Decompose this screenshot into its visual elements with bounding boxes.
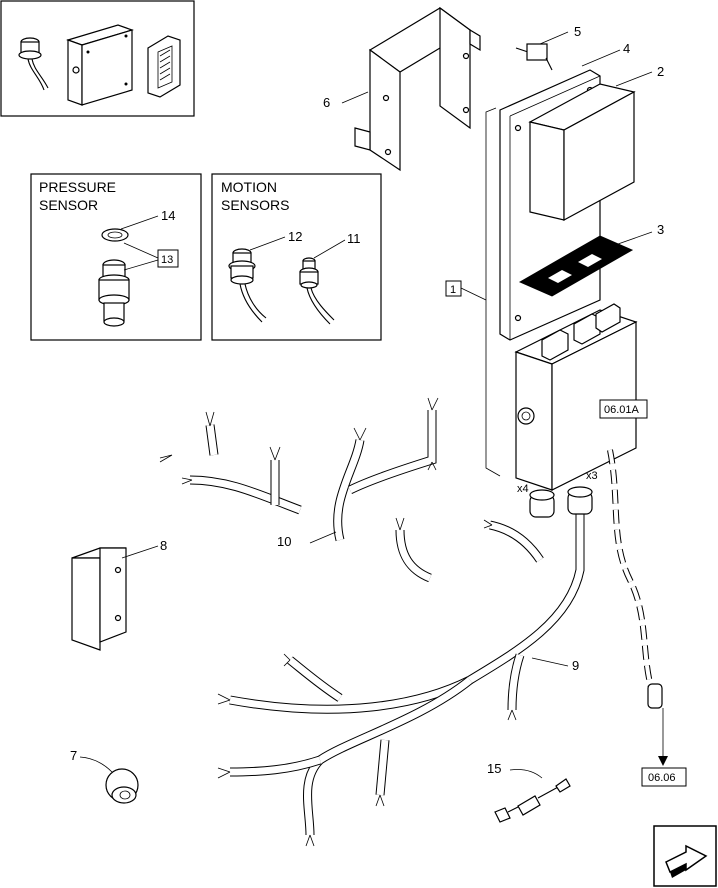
callout-9: 9	[572, 658, 579, 673]
inset-bracket	[147, 35, 181, 98]
callout-5: 5	[574, 24, 581, 39]
pad-3: 3	[518, 222, 664, 297]
harness-9: 9	[217, 486, 593, 847]
label-x4: x4	[517, 483, 529, 495]
callout-4: 4	[623, 41, 630, 56]
pressure-sensor-box: PRESSURE SENSOR 14 13	[30, 173, 202, 341]
pressure-title-line2: SENSOR	[39, 197, 98, 213]
ref-06-06: 06.06	[648, 772, 676, 784]
assembly-bracket-1: 1	[445, 107, 501, 477]
callout-7: 7	[70, 748, 77, 763]
callout-3: 3	[657, 222, 664, 237]
module-2: 2	[528, 64, 664, 222]
bracket-6: 6	[323, 6, 481, 172]
callout-14: 14	[161, 208, 175, 223]
ref-06-01a: 06.01A	[604, 404, 640, 416]
motion-title-line2: SENSORS	[221, 197, 289, 213]
grommet-7: 7	[70, 748, 139, 804]
callout-6: 6	[323, 95, 330, 110]
callout-8: 8	[160, 538, 167, 553]
inset-box	[66, 24, 134, 106]
kit-inset	[0, 0, 195, 117]
valve-block: 06.01A x4 x3	[514, 303, 648, 495]
inset-sensor	[18, 37, 49, 91]
callout-13: 13	[161, 254, 173, 266]
callout-1: 1	[450, 284, 456, 296]
callout-12: 12	[288, 229, 302, 244]
bracket-8: 8	[71, 538, 167, 651]
callout-10: 10	[277, 534, 291, 549]
adapter-15: 15	[487, 761, 571, 823]
callout-15: 15	[487, 761, 501, 776]
harness-10: 10	[159, 397, 555, 619]
callout-11: 11	[347, 231, 361, 246]
motion-sensors-box: MOTION SENSORS 12 11	[211, 173, 382, 341]
pressure-title-line1: PRESSURE	[39, 179, 116, 195]
label-x3: x3	[586, 470, 598, 482]
callout-2: 2	[657, 64, 664, 79]
stud-5: 5	[515, 24, 581, 71]
motion-title-line1: MOTION	[221, 179, 277, 195]
next-page-arrow-icon[interactable]	[653, 825, 717, 887]
cable-to-06-06: 06.06	[607, 449, 687, 787]
